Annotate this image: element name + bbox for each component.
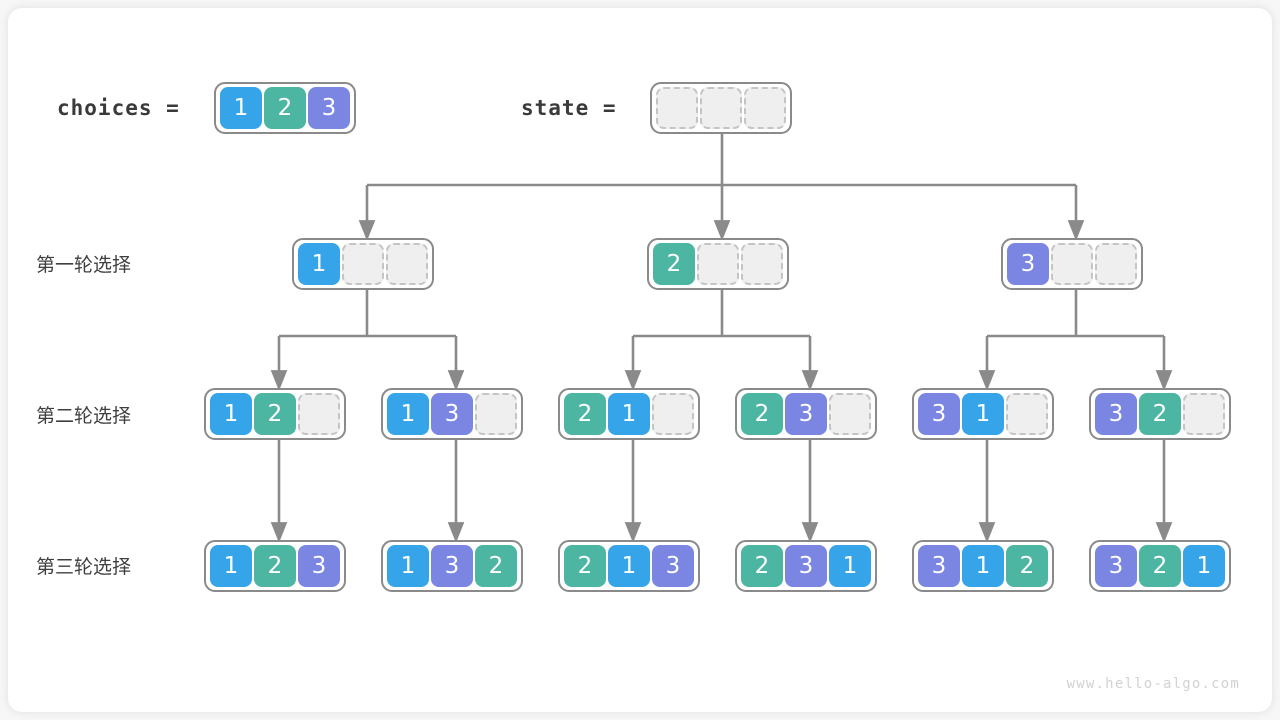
row-label-round1: 第一轮选择 (36, 254, 132, 276)
diagram-card (8, 8, 1272, 712)
array-cell-value: 1 (220, 87, 262, 129)
array-cell-value: 2 (564, 545, 606, 587)
array-cell-value: 2 (264, 87, 306, 129)
row-label-round3: 第三轮选择 (36, 556, 132, 578)
array-box-round1-3: 3 (1001, 238, 1143, 290)
array-cell-value: 3 (1007, 243, 1049, 285)
array-cell-empty (656, 87, 698, 129)
array-cell-value: 2 (254, 545, 296, 587)
array-cell-value: 2 (564, 393, 606, 435)
array-cell-value: 3 (308, 87, 350, 129)
array-cell-value: 1 (387, 545, 429, 587)
array-cell-value: 1 (608, 545, 650, 587)
array-cell-empty (1095, 243, 1137, 285)
watermark: www.hello-algo.com (1066, 676, 1240, 692)
array-cell-empty (298, 393, 340, 435)
array-box-round1-1: 1 (292, 238, 434, 290)
array-cell-value: 3 (1095, 545, 1137, 587)
row-label-round2: 第二轮选择 (36, 405, 132, 427)
array-box-round1-2: 2 (647, 238, 789, 290)
array-cell-value: 1 (608, 393, 650, 435)
array-cell-value: 2 (254, 393, 296, 435)
array-cell-value: 3 (918, 545, 960, 587)
array-cell-empty (475, 393, 517, 435)
array-cell-value: 1 (1183, 545, 1225, 587)
array-cell-value: 3 (785, 545, 827, 587)
array-cell-empty (1051, 243, 1093, 285)
array-cell-value: 3 (652, 545, 694, 587)
array-cell-value: 2 (1139, 545, 1181, 587)
array-cell-value: 1 (829, 545, 871, 587)
array-cell-value: 1 (210, 393, 252, 435)
state-array-box (650, 82, 792, 134)
array-cell-value: 2 (1006, 545, 1048, 587)
array-cell-empty (741, 243, 783, 285)
array-cell-empty (829, 393, 871, 435)
array-cell-value: 1 (298, 243, 340, 285)
state-label: state = (521, 96, 617, 120)
array-cell-value: 2 (653, 243, 695, 285)
array-cell-value: 1 (962, 393, 1004, 435)
array-cell-value: 3 (918, 393, 960, 435)
array-cell-value: 2 (475, 545, 517, 587)
array-cell-empty (342, 243, 384, 285)
array-cell-empty (700, 87, 742, 129)
array-cell-value: 3 (785, 393, 827, 435)
array-cell-value: 3 (431, 545, 473, 587)
array-cell-value: 3 (298, 545, 340, 587)
array-cell-value: 1 (210, 545, 252, 587)
array-cell-value: 1 (962, 545, 1004, 587)
choices-label: choices = (57, 96, 180, 120)
array-cell-value: 2 (741, 393, 783, 435)
array-cell-value: 1 (387, 393, 429, 435)
array-cell-empty (744, 87, 786, 129)
array-cell-empty (1183, 393, 1225, 435)
array-cell-value: 2 (1139, 393, 1181, 435)
array-cell-empty (1006, 393, 1048, 435)
array-cell-value: 3 (1095, 393, 1137, 435)
array-cell-empty (652, 393, 694, 435)
array-cell-empty (697, 243, 739, 285)
array-cell-empty (386, 243, 428, 285)
array-cell-value: 2 (741, 545, 783, 587)
array-cell-value: 3 (431, 393, 473, 435)
